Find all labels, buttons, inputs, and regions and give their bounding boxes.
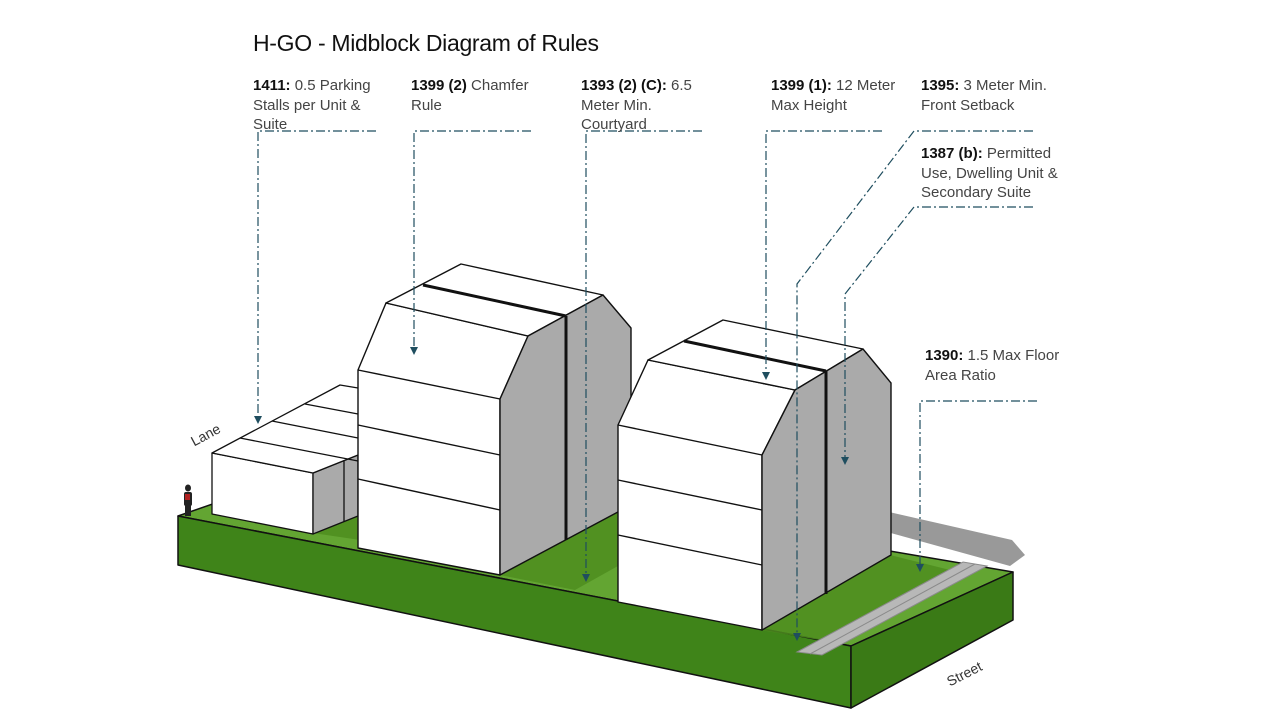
annotation-text: 12 Meter Max Height <box>771 77 896 114</box>
leader-height <box>762 130 882 380</box>
leader-parking <box>254 130 376 424</box>
annotation-text: 1.5 Max Floor Area Ratio <box>925 347 1060 384</box>
garage-building <box>211 384 371 535</box>
front-floor-line <box>617 534 763 566</box>
annotation-text: 3 Meter Min. Front Setback <box>921 77 1047 114</box>
annotation-parking: 1411: 0.5 Parking Stalls per Unit & Suit… <box>253 76 393 135</box>
sidewalk <box>795 561 989 656</box>
leader-lines <box>254 130 1037 641</box>
annotation-text: Permitted Use, Dwelling Unit & Secondary… <box>921 145 1058 201</box>
front-floor-line <box>617 424 763 456</box>
rear-roof-ridge <box>422 283 567 318</box>
garage-roof-line <box>304 403 359 415</box>
annotation-courtyard: 1393 (2) (C): 6.5 Meter Min. Courtyard <box>581 76 711 135</box>
annotation-chamfer: 1399 (2) Chamfer Rule <box>411 76 551 115</box>
annotation-code: 1399 (2) <box>411 77 467 94</box>
annotation-far: 1390: 1.5 Max Floor Area Ratio <box>925 346 1080 385</box>
person-shirt <box>185 494 190 500</box>
page-title: H-GO - Midblock Diagram of Rules <box>253 30 599 56</box>
ground-shadow <box>880 510 1025 566</box>
person-figure <box>184 484 192 516</box>
front-floor-line <box>617 479 763 511</box>
annotation-text: Chamfer Rule <box>411 77 529 114</box>
garage-shadow <box>313 515 360 540</box>
annotation-text: 0.5 Parking Stalls per Unit & Suite <box>253 77 371 133</box>
leader-courtyard <box>582 130 702 582</box>
leader-use <box>841 206 1033 465</box>
garage-roof-line <box>239 437 359 462</box>
annotation-code: 1393 (2) (C): <box>581 77 667 94</box>
annotation-height: 1399 (1): 12 Meter Max Height <box>771 76 911 115</box>
leader-setback <box>793 130 1033 641</box>
rear-floor-line <box>357 369 501 400</box>
annotation-code: 1387 (b): <box>921 145 983 162</box>
annotation-code: 1390: <box>925 347 964 364</box>
annotation-text: 6.5 Meter Min. Courtyard <box>581 77 692 133</box>
person-head <box>185 484 191 492</box>
garage-roof-line <box>271 420 359 439</box>
leader-far <box>916 400 1037 572</box>
rear-floor-line <box>357 478 501 511</box>
rear-building <box>357 263 632 576</box>
annotation-use: 1387 (b): Permitted Use, Dwelling Unit &… <box>921 144 1077 203</box>
annotation-code: 1411: <box>253 77 291 94</box>
front-building <box>617 319 892 631</box>
front-roof-ridge <box>683 339 827 373</box>
annotation-code: 1395: <box>921 77 960 94</box>
lot-side <box>850 571 1014 709</box>
leader-chamfer <box>410 130 531 355</box>
person-legs <box>185 505 191 516</box>
annotation-setback: 1395: 3 Meter Min. Front Setback <box>921 76 1071 115</box>
annotation-code: 1399 (1): <box>771 77 832 94</box>
sidewalk-joint <box>809 563 976 655</box>
front-building-shadow <box>760 555 950 640</box>
rear-floor-line <box>357 424 501 456</box>
